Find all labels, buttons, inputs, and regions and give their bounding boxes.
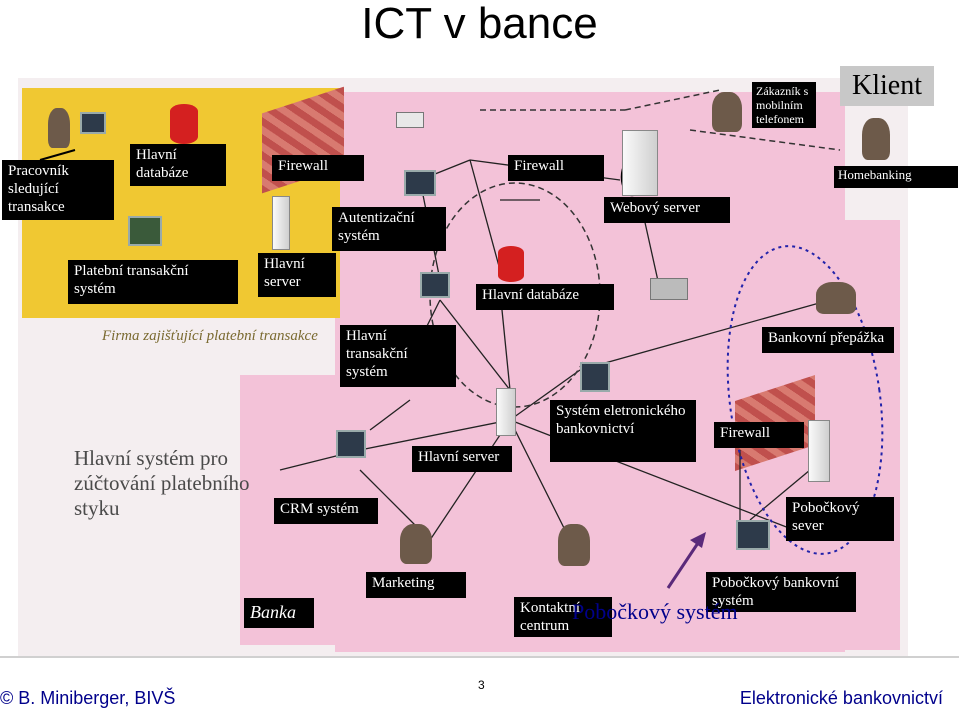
branch-pc-icon xyxy=(736,520,770,550)
overlay-pobockovy-system: Pobočkový systém xyxy=(572,599,738,624)
branch-server-icon xyxy=(808,420,830,482)
label-hlavni-databaze-mid: Hlavní databáze xyxy=(476,284,614,310)
label-firewall-middle: Firewall xyxy=(508,155,604,181)
footer-course: Elektronické bankovnictví xyxy=(739,688,943,708)
slide-title: ICT v bance xyxy=(361,0,598,48)
label-homebanking: Homebanking xyxy=(834,166,958,188)
main-server-icon xyxy=(496,388,516,436)
monitor-icon xyxy=(80,112,106,134)
server-icon xyxy=(272,196,290,250)
label-platebni: Platební transakční systém xyxy=(68,260,238,304)
operator-person-icon xyxy=(48,108,70,148)
label-autentizacni: Autentizační systém xyxy=(332,207,446,251)
database-icon xyxy=(170,104,198,144)
label-banka: Banka xyxy=(244,598,314,628)
client-label: Klient xyxy=(840,66,934,106)
label-kontaktni-centrum: Kontaktní centrum xyxy=(514,597,612,637)
label-pobockovy-server: Pobočkový sever xyxy=(786,497,894,541)
label-hlavni-server-left: Hlavní server xyxy=(258,253,336,297)
label-crm: CRM systém xyxy=(274,498,378,524)
label-webovy-server: Webový server xyxy=(604,197,730,223)
label-pracovnik: Pracovník sledující transakce xyxy=(2,160,114,220)
label-hlavni-system-zuctovani: Hlavní systém pro zúčtování platebního s… xyxy=(74,446,250,520)
label-hlavni-server-mid: Hlavní server xyxy=(412,446,512,472)
laptop-icon xyxy=(396,112,424,128)
label-zakaznik: Zákazník s mobilním telefonem xyxy=(752,82,816,128)
label-hlavni-transakcni: Hlavní transakční systém xyxy=(340,325,456,387)
payment-terminal-icon xyxy=(128,216,162,246)
auth-monitor-icon xyxy=(404,170,436,196)
footer-author: © B. Miniberger, BIVŠ xyxy=(0,688,176,708)
call-center-person-icon xyxy=(558,524,590,566)
label-marketing: Marketing xyxy=(366,572,466,598)
label-firma: Firma zajišťující platební transakce xyxy=(102,328,318,344)
label-system-elektronickeho: Systém eletronického bankovnictví xyxy=(550,400,696,462)
mobile-customer-icon xyxy=(712,92,742,132)
web-server-icon xyxy=(622,130,658,196)
transaction-monitor-icon xyxy=(420,272,450,298)
label-firewall-right: Firewall xyxy=(714,422,804,448)
main-database-icon xyxy=(498,246,524,282)
homebanking-user-icon xyxy=(862,118,890,160)
printer-icon xyxy=(650,278,688,300)
counter-people-icon xyxy=(816,282,856,314)
label-pobockovy-bankovni: Pobočkový bankovní systém xyxy=(706,572,856,612)
footer-divider xyxy=(0,656,959,658)
label-hlavni-databaze-left: Hlavní databáze xyxy=(130,144,226,186)
crm-monitor-icon xyxy=(336,430,366,458)
label-firewall-left: Firewall xyxy=(272,155,364,181)
label-bankovni-prepazka: Bankovní přepážka xyxy=(762,327,894,353)
marketing-person-icon xyxy=(400,524,432,564)
page-number: 3 xyxy=(478,678,485,692)
ebanking-monitor-icon xyxy=(580,362,610,392)
